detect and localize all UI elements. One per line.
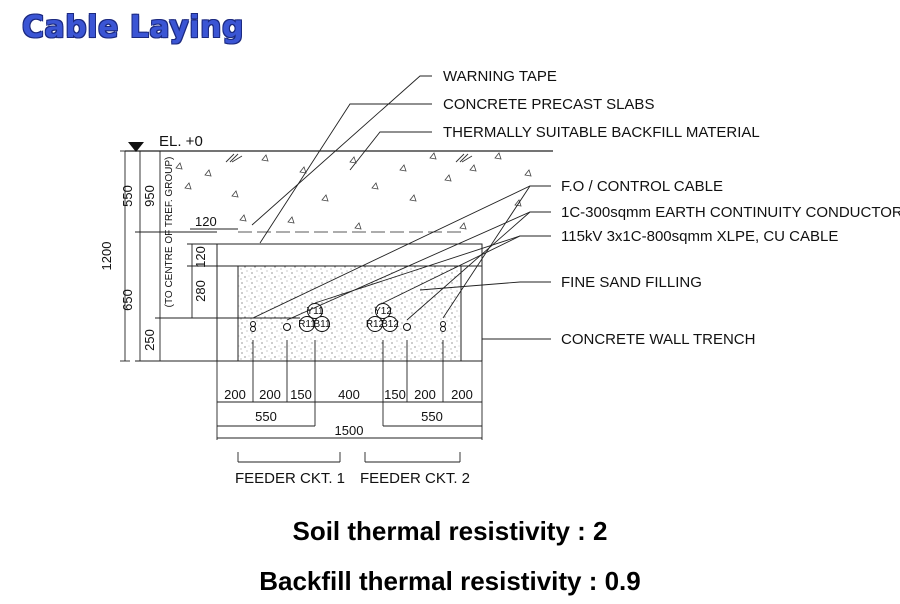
soil-resistivity-text: Soil thermal resistivity : 2: [292, 516, 608, 546]
leader-lines: [251, 75, 551, 340]
fo-cable-2a: [440, 321, 446, 327]
dim-950: 950: [142, 185, 157, 207]
fo-cable-2b: [440, 326, 446, 332]
level-marker-icon: [128, 142, 144, 152]
dim-280: 280: [193, 280, 208, 302]
dim-top-120: 120: [195, 214, 217, 229]
fo-cable-1b: [250, 326, 256, 332]
dim-row1: 200: [224, 387, 246, 402]
vertical-dimensions: [120, 150, 300, 362]
cable-tag: Y12: [374, 306, 392, 317]
feeder-ckt-1: FEEDER CKT. 1: [235, 470, 345, 487]
cable-tag: R12: [366, 319, 385, 330]
precast-slab: [216, 243, 483, 267]
label-backfill: THERMALLY SUITABLE BACKFILL MATERIAL: [443, 124, 760, 141]
fo-cable-1a: [250, 321, 256, 327]
dim-row1: 200: [451, 387, 473, 402]
sand-filling: [237, 265, 462, 362]
dim-row1: 200: [414, 387, 436, 402]
backfill-resistivity-text: Backfill thermal resistivity : 0.9: [259, 566, 641, 596]
page-title: Cable Laying: [22, 10, 244, 45]
label-earth-conductor: 1C-300sqmm EARTH CONTINUITY CONDUCTOR: [561, 204, 900, 221]
earth-conductor-2: [403, 323, 411, 331]
label-sand: FINE SAND FILLING: [561, 274, 702, 291]
dim-row1: 400: [338, 387, 360, 402]
label-xlpe-cable: 115kV 3x1C-800sqmm XLPE, CU CABLE: [561, 228, 838, 245]
dim-row1: 200: [259, 387, 281, 402]
cable-group-2: [367, 303, 398, 332]
cable-group-1: [299, 303, 330, 332]
dim-row1: 150: [384, 387, 406, 402]
feeder-ckt-2: FEEDER CKT. 2: [360, 470, 470, 487]
dim-250: 250: [142, 329, 157, 351]
label-wall-trench: CONCRETE WALL TRENCH: [561, 331, 755, 348]
dim-1500: 1500: [335, 423, 364, 438]
cable-tag: B11: [313, 319, 330, 330]
horizontal-dimensions: [216, 340, 483, 463]
cable-tag: Y11: [306, 306, 323, 317]
cable-tag: R11: [298, 319, 316, 330]
dim-right-550: 550: [421, 409, 443, 424]
label-fo-control: F.O / CONTROL CABLE: [561, 178, 723, 195]
dim-650: 650: [120, 289, 135, 311]
dim-120: 120: [193, 246, 208, 268]
backfill-hatch: [175, 152, 532, 230]
dim-note: (TO CENTRE OF TREF. GROUP): [164, 157, 175, 308]
cable-tag: B12: [381, 319, 399, 330]
label-precast-slabs: CONCRETE PRECAST SLABS: [443, 96, 654, 113]
dim-1200: 1200: [99, 242, 114, 271]
elevation-label: EL. +0: [159, 133, 203, 150]
earth-conductor-1: [283, 323, 291, 331]
dim-left-550: 550: [255, 409, 277, 424]
dim-row1: 150: [290, 387, 312, 402]
dim-550: 550: [120, 185, 135, 207]
label-warning-tape: WARNING TAPE: [443, 68, 557, 85]
